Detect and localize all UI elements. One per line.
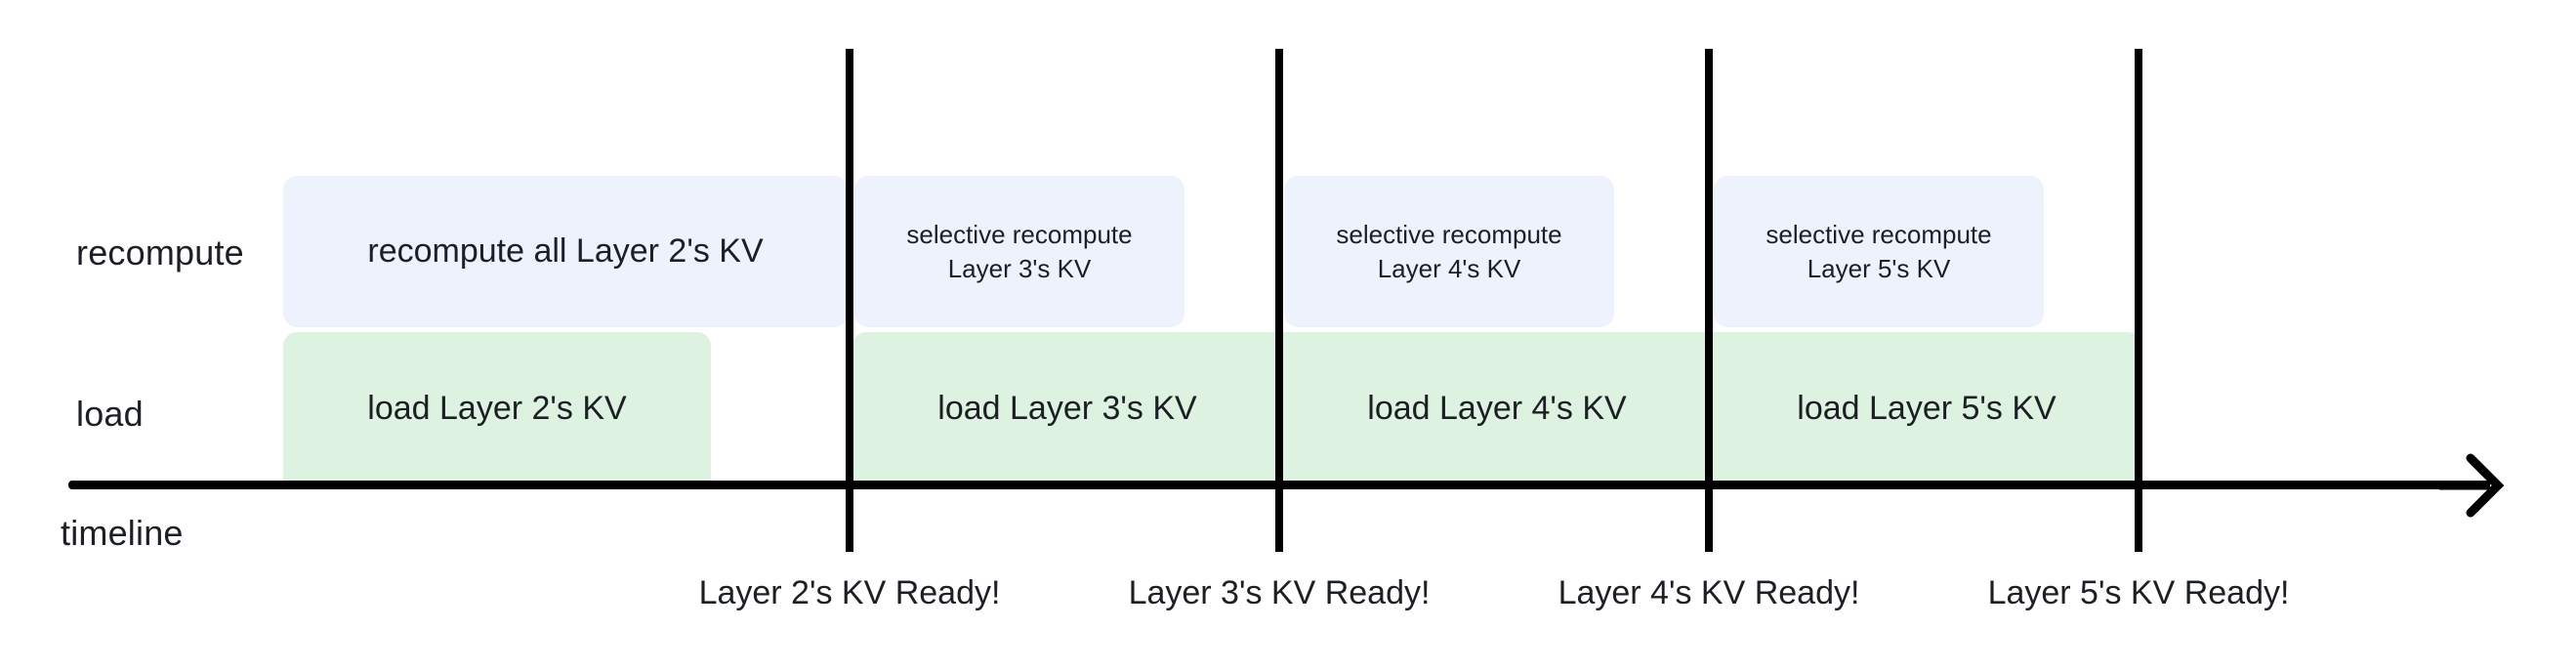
arrow-right-icon <box>2439 453 2505 518</box>
load-block-2-label: load Layer 3's KV <box>937 389 1197 427</box>
event-caption-layer-2: Layer 2's KV Ready! <box>698 574 1001 611</box>
load-block-1-label: load Layer 2's KV <box>367 389 627 427</box>
recompute-block-4-line2: Layer 5's KV <box>1807 253 1951 283</box>
row-label-recompute: recompute <box>76 232 244 273</box>
marker-line-layer-3 <box>1275 49 1283 552</box>
load-block-2: load Layer 3's KV <box>852 332 1282 485</box>
load-block-3: load Layer 4's KV <box>1282 332 1712 485</box>
load-block-4: load Layer 5's KV <box>1712 332 2141 485</box>
load-block-4-label: load Layer 5's KV <box>1797 389 2057 427</box>
recompute-block-3: selective recompute Layer 4's KV <box>1284 176 1614 327</box>
event-caption-layer-3: Layer 3's KV Ready! <box>1128 574 1431 611</box>
event-caption-layer-4: Layer 4's KV Ready! <box>1558 574 1860 611</box>
marker-line-layer-4 <box>1705 49 1713 552</box>
recompute-block-4-line1: selective recompute <box>1766 219 1992 249</box>
recompute-block-2-line1: selective recompute <box>906 219 1133 249</box>
timeline-axis-line <box>68 481 2490 489</box>
recompute-block-2-line2: Layer 3's KV <box>947 253 1092 283</box>
recompute-block-2: selective recompute Layer 3's KV <box>854 176 1184 327</box>
recompute-block-4: selective recompute Layer 5's KV <box>1714 176 2044 327</box>
marker-line-layer-5 <box>2135 49 2142 552</box>
event-caption-layer-5: Layer 5's KV Ready! <box>1987 574 2290 611</box>
load-block-3-label: load Layer 4's KV <box>1367 389 1627 427</box>
recompute-block-1-line1: recompute all Layer 2's KV <box>367 231 764 270</box>
marker-line-layer-2 <box>846 49 853 552</box>
recompute-block-3-line2: Layer 4's KV <box>1377 253 1521 283</box>
row-label-load: load <box>76 394 144 434</box>
recompute-block-1: recompute all Layer 2's KV <box>283 176 848 327</box>
load-block-1: load Layer 2's KV <box>283 332 711 485</box>
axis-label-timeline: timeline <box>61 513 184 553</box>
recompute-block-3-line1: selective recompute <box>1336 219 1562 249</box>
